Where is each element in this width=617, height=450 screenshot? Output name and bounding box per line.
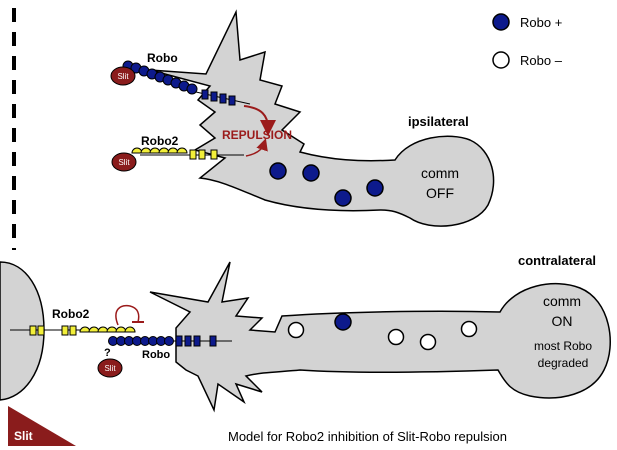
slit-gradient-wedge (8, 406, 76, 446)
top-soma-line2: OFF (426, 185, 454, 201)
top-neuron: Slit Robo Slit Robo2 REPULSION comm OFF (110, 9, 495, 227)
contralateral-label: contralateral (518, 253, 596, 268)
top-robo2-label: Robo2 (141, 134, 179, 148)
bottom-soma-line3: most Robo (534, 339, 592, 353)
bottom-soma-line1: comm (543, 293, 581, 309)
top-robo-label: Robo (147, 51, 178, 65)
ipsilateral-label: ipsilateral (408, 114, 469, 129)
bottom-robo-chain (108, 335, 217, 347)
bottom-robo-minus-vesicle (419, 333, 437, 351)
top-robo-plus-vesicle (334, 189, 352, 207)
repulsion-arrow-robo2 (245, 138, 268, 157)
bottom-neuron: Robo2 Robo ? Slit comm (0, 253, 611, 413)
top-robo-plus-vesicle (302, 164, 320, 182)
repulsion-label: REPULSION (222, 128, 292, 142)
top-soma-line1: comm (421, 165, 459, 181)
bottom-robo2-chain (29, 325, 136, 336)
slit-source-label: Slit (14, 429, 33, 443)
bottom-slit-ligand (97, 358, 123, 378)
legend-robo-plus-marker (492, 13, 510, 31)
bottom-robo-minus-vesicle (287, 321, 305, 339)
bottom-soma-line4: degraded (538, 356, 589, 370)
bottom-neuron-body (149, 261, 611, 413)
bottom-robo-label: Robo (142, 349, 170, 361)
legend-robo-minus-label: Robo – (520, 53, 563, 68)
top-slit-ligand-robo-label: Slit (117, 72, 129, 81)
left-neighbor-cell (0, 261, 45, 401)
bottom-robo-plus-vesicle (334, 313, 352, 331)
figure-caption: Model for Robo2 inhibition of Slit-Robo … (228, 429, 507, 444)
bottom-robo2-label: Robo2 (52, 307, 90, 321)
bottom-slit-ligand-label: Slit (104, 364, 116, 373)
top-slit-ligand-robo2-label: Slit (118, 158, 130, 167)
bottom-soma-line2: ON (552, 313, 573, 329)
top-robo2-chain (131, 147, 218, 160)
repulsion-arrow-robo (243, 105, 276, 136)
top-robo-plus-vesicle (269, 162, 287, 180)
top-neuron-body (149, 9, 495, 227)
legend-robo-minus-marker (492, 51, 510, 69)
bottom-robo-minus-vesicle (460, 320, 478, 338)
top-slit-ligand-robo2 (111, 152, 137, 172)
question-mark: ? (104, 347, 111, 359)
top-robo-plus-vesicle (366, 179, 384, 197)
legend-robo-plus-label: Robo + (520, 15, 562, 30)
top-slit-ligand-robo (110, 66, 136, 86)
bottom-robo-minus-vesicle (387, 328, 405, 346)
inhibition-arc (115, 304, 140, 326)
